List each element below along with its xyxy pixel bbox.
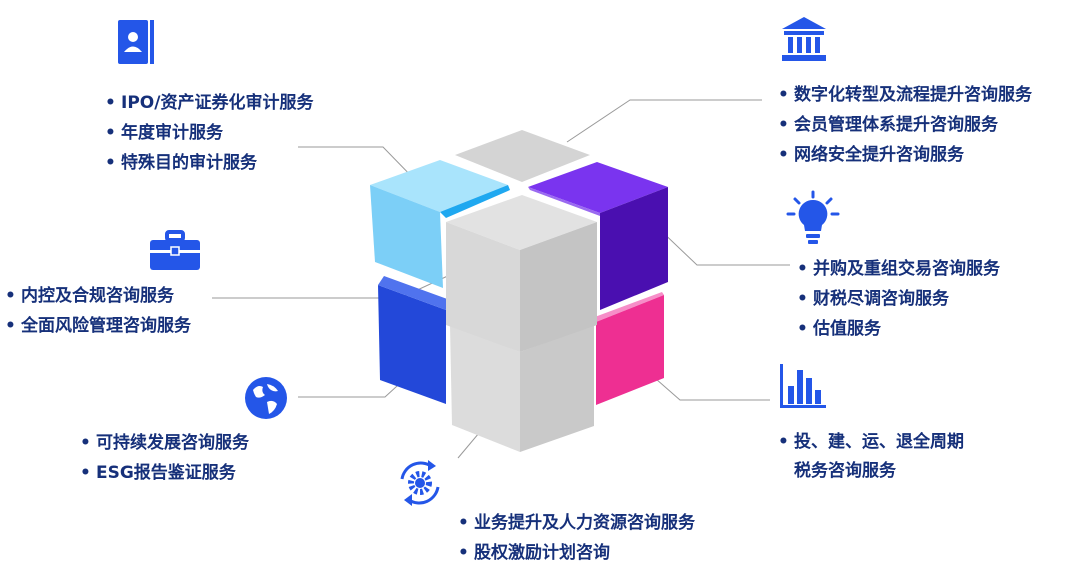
hr-service-item: 股权激励计划咨询 [458, 538, 695, 568]
cube-left-bottom [378, 276, 450, 404]
cube-right-top [528, 162, 668, 310]
contact-card-icon [118, 20, 154, 64]
internal-control-service-item: 全面风险管理咨询服务 [5, 311, 191, 341]
hr-services: 业务提升及人力资源咨询服务 股权激励计划咨询 [458, 508, 695, 568]
esg-service-item: ESG报告鉴证服务 [80, 458, 249, 488]
briefcase-icon [150, 230, 200, 270]
esg-service-item: 可持续发展咨询服务 [80, 428, 249, 458]
esg-services: 可持续发展咨询服务 ESG报告鉴证服务 [80, 428, 249, 488]
tax-service-line2: 税务咨询服务 [794, 461, 896, 481]
ma-services: 并购及重组交易咨询服务 财税尽调咨询服务 估值服务 [797, 254, 1000, 344]
audit-service-item: 年度审计服务 [105, 118, 313, 148]
connector-lines [212, 99, 790, 459]
lightbulb-icon [786, 190, 840, 244]
ma-service-item: 估值服务 [797, 314, 1000, 344]
cube-right-bottom [592, 292, 664, 405]
ma-service-item: 并购及重组交易咨询服务 [797, 254, 1000, 284]
audit-service-item: 特殊目的审计服务 [105, 148, 313, 178]
digital-service-item: 数字化转型及流程提升咨询服务 [778, 80, 1032, 110]
hr-service-item: 业务提升及人力资源咨询服务 [458, 508, 695, 538]
connector-digital [566, 99, 762, 143]
globe-icon [245, 377, 287, 419]
digital-service-item: 会员管理体系提升咨询服务 [778, 110, 1032, 140]
tax-service-line1: 投、建、运、退全周期 [794, 432, 964, 452]
cube-left-top [370, 160, 510, 288]
audit-service-item: IPO/资产证券化审计服务 [105, 88, 313, 118]
cube-back-top [455, 130, 590, 182]
digital-service-item: 网络安全提升咨询服务 [778, 140, 1032, 170]
bar-chart-icon [780, 364, 826, 408]
tax-services: 投、建、运、退全周期 税务咨询服务 [778, 428, 964, 486]
bank-icon [782, 17, 826, 61]
cube-center-top [446, 195, 597, 352]
ma-service-item: 财税尽调咨询服务 [797, 284, 1000, 314]
audit-services: IPO/资产证券化审计服务 年度审计服务 特殊目的审计服务 [105, 88, 313, 178]
gear-cycle-icon [400, 460, 440, 506]
digital-services: 数字化转型及流程提升咨询服务 会员管理体系提升咨询服务 网络安全提升咨询服务 [778, 80, 1032, 170]
tax-service-item: 投、建、运、退全周期 税务咨询服务 [778, 428, 964, 486]
internal-control-services: 内控及合规咨询服务 全面风险管理咨询服务 [5, 281, 191, 341]
connector-ma [654, 224, 790, 266]
internal-control-service-item: 内控及合规咨询服务 [5, 281, 191, 311]
